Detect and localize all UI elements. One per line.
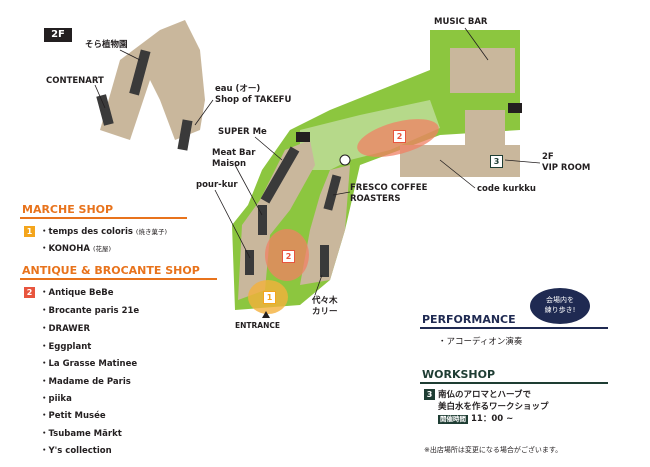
map-marker-2-lower: 2 — [282, 250, 295, 263]
marche-title: MARCHE SHOP — [22, 203, 114, 216]
map-marker-2-upper: 2 — [393, 130, 406, 143]
performance-item: ・アコーディオン演奏 — [438, 337, 523, 347]
antique-item-1: ・Brocante paris 21e — [40, 306, 140, 316]
shop-eau — [177, 119, 193, 151]
label-superme: SUPER Me — [218, 127, 267, 137]
marche-item-0: ・temps des coloris (焼き菓子) — [40, 227, 167, 237]
label-meatbar-1: Meat Bar — [212, 148, 256, 158]
label-yoyogi-2: カリー — [312, 307, 338, 317]
footnote: ※出店場所は変更になる場合がございます。 — [424, 446, 563, 454]
antique-title: ANTIQUE & BROCANTE SHOP — [22, 264, 200, 277]
label-sora: そら植物園 — [85, 40, 128, 50]
restroom-icon — [296, 132, 310, 142]
building-corridor-right — [300, 165, 350, 285]
marche-number: 1 — [24, 226, 35, 237]
antique-item-7: ・Petit Musée — [40, 411, 106, 421]
performance-title: PERFORMANCE — [422, 313, 516, 326]
shop-sora-1 — [129, 49, 151, 96]
label-yoyogi-1: 代々木 — [312, 296, 338, 306]
shop-meatbar — [258, 205, 267, 235]
performance-bubble: 会場内を練り歩き! — [530, 288, 590, 324]
entrance-arrow-icon — [262, 311, 270, 318]
cafe-icon — [339, 154, 351, 166]
antique-item-0: ・Antique BeBe — [40, 288, 114, 298]
label-entrance: ENTRANCE — [235, 321, 280, 330]
shop-superme — [260, 146, 300, 204]
workshop-line-1: 南仏のアロマとハーブで — [438, 390, 531, 400]
antique-item-8: ・Tsubame Märkt — [40, 429, 122, 439]
label-vip-2: VIP ROOM — [542, 163, 591, 173]
marche-rule — [20, 217, 187, 219]
building-corridor-left — [238, 140, 315, 300]
label-codekurkku: code kurkku — [477, 184, 536, 194]
label-eau-2: Shop of TAKEFU — [215, 95, 292, 105]
workshop-title: WORKSHOP — [422, 368, 496, 381]
label-meatbar-2: Maison — [212, 159, 247, 169]
marche-item-1: ・KONOHA (花屋) — [40, 244, 112, 254]
building-sora — [100, 20, 205, 140]
antique-rule — [20, 278, 217, 280]
workshop-number: 3 — [424, 389, 435, 400]
map-marker-1: 1 — [263, 291, 276, 304]
label-fresco-2: ROASTERS — [350, 194, 401, 204]
floor-badge: 2F — [44, 28, 72, 42]
antique-item-6: ・piika — [40, 394, 72, 404]
map-marker-3: 3 — [490, 155, 503, 168]
performance-rule — [420, 327, 608, 329]
antique-item-5: ・Madame de Paris — [40, 377, 131, 387]
label-musicbar: MUSIC BAR — [434, 17, 488, 27]
shop-contenart — [96, 94, 114, 126]
shop-yoyogi — [320, 245, 329, 277]
restroom-icon-right — [508, 103, 522, 113]
shop-fresco — [323, 174, 342, 211]
workshop-time-label: 開催時間 — [438, 415, 468, 424]
label-vip-1: 2F — [542, 152, 554, 162]
shop-pourkur — [245, 250, 254, 275]
label-eau-1: eau (オー) — [215, 84, 261, 94]
label-contenart: CONTENART — [46, 76, 104, 86]
workshop-rule — [420, 382, 608, 384]
building-music-bar — [450, 48, 515, 93]
building-stair — [465, 110, 505, 145]
antique-item-2: ・DRAWER — [40, 324, 91, 334]
antique-item-9: ・Y's collection — [40, 446, 112, 456]
workshop-line-2: 美白水を作るワークショップ — [438, 402, 549, 412]
antique-item-3: ・Eggplant — [40, 342, 92, 352]
antique-item-4: ・La Grasse Matinee — [40, 359, 138, 369]
label-pourkur: pour-kur — [196, 180, 238, 190]
label-fresco-1: FRESCO COFFEE — [350, 183, 428, 193]
antique-number: 2 — [24, 287, 35, 298]
